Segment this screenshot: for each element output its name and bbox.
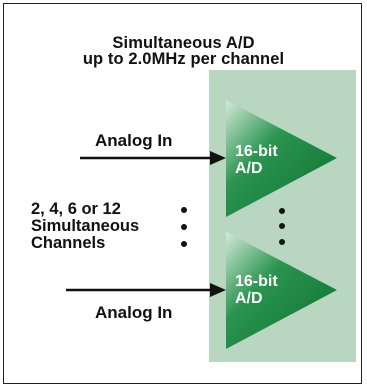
adc-label-bottom: 16-bit A/D bbox=[235, 273, 278, 307]
ellipsis-dots-left bbox=[181, 207, 187, 247]
ellipsis-dots-panel bbox=[279, 208, 285, 245]
analog-in-label-top: Analog In bbox=[95, 131, 173, 150]
adc-label-top-bits: 16-bit bbox=[235, 143, 278, 160]
diagram-subtitle: up to 2.0MHz per channel bbox=[82, 50, 285, 68]
input-arrow-top bbox=[80, 151, 226, 165]
adc-label-top-type: A/D bbox=[235, 160, 263, 177]
diagram-title: Simultaneous A/D bbox=[112, 34, 255, 52]
channels-label: 2, 4, 6 or 12 Simultaneous Channels bbox=[31, 201, 139, 252]
adc-label-bottom-type: A/D bbox=[235, 290, 263, 307]
channels-label-line1: 2, 4, 6 or 12 bbox=[31, 200, 121, 218]
adc-label-bottom-bits: 16-bit bbox=[235, 273, 278, 290]
channels-label-line2: Simultaneous bbox=[31, 217, 140, 235]
adc-triangle-bottom bbox=[226, 232, 337, 349]
adc-label-top: 16-bit A/D bbox=[235, 143, 278, 177]
channels-label-line3: Channels bbox=[31, 234, 106, 252]
analog-in-label-bottom: Analog In bbox=[95, 303, 173, 322]
adc-triangle-top bbox=[226, 100, 337, 217]
input-arrow-bottom bbox=[66, 283, 226, 297]
